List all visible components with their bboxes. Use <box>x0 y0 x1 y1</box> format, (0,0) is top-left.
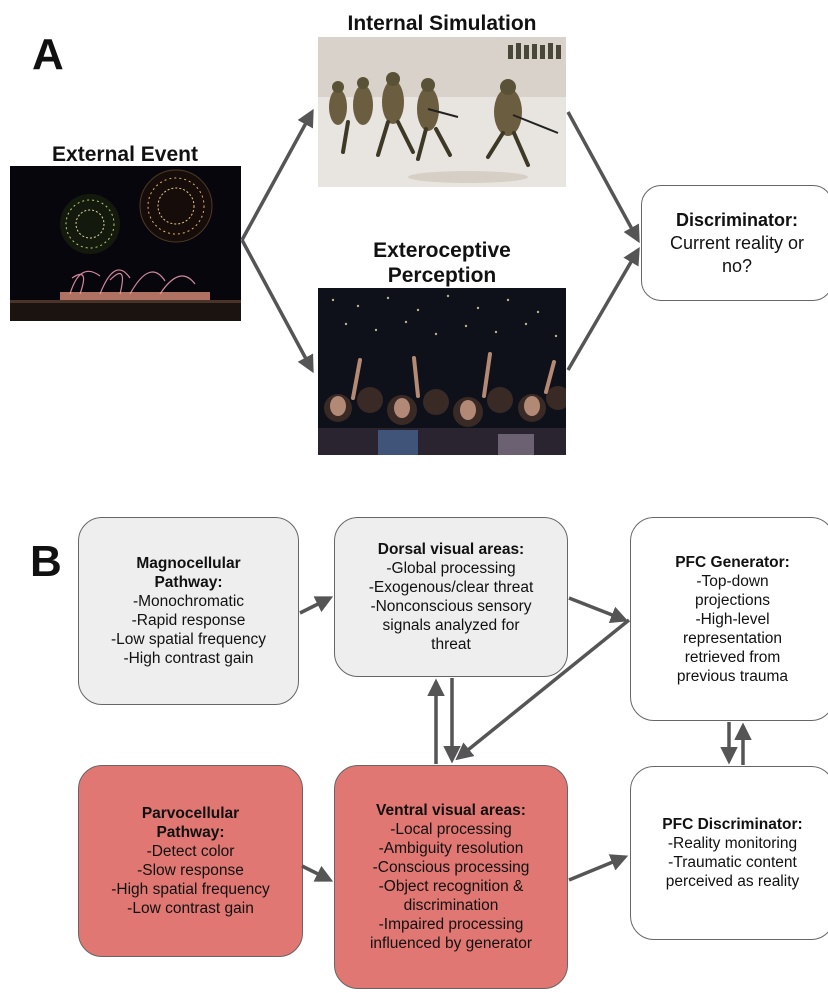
dorsal-item: -Global processing <box>386 560 516 577</box>
parvocellular-box: Parvocellular Pathway: -Detect color -Sl… <box>78 765 303 957</box>
magnocellular-item: -Rapid response <box>131 612 246 629</box>
magnocellular-title-line2: Pathway: <box>154 574 223 591</box>
exteroceptive-title-line1: Exteroceptive <box>373 239 511 262</box>
firework-fountains <box>69 269 196 295</box>
pfc-discriminator-item: -Traumatic content <box>668 854 797 871</box>
internal-simulation-title: Internal Simulation <box>347 12 537 35</box>
magnocellular-item: -Monochromatic <box>132 593 245 610</box>
arrow-parvo-to-ventral <box>301 864 334 882</box>
pfc-discriminator-title: PFC Discriminator: <box>662 816 803 833</box>
dorsal-item: -Exogenous/clear threat <box>368 579 534 596</box>
magnocellular-box: Magnocellular Pathway: -Monochromatic -R… <box>78 517 299 705</box>
ventral-item: influenced by generator <box>369 935 532 952</box>
arrow-dorsal-to-generator <box>568 596 629 624</box>
pfc-generator-item: previous trauma <box>676 667 789 685</box>
parvocellular-title-line2: Pathway: <box>156 824 225 841</box>
fireworks-photo <box>10 166 241 321</box>
pfc-discriminator-item: -Reality monitoring <box>667 835 798 852</box>
soldiers-photo <box>318 37 566 187</box>
magnocellular-title-line1: Magnocellular <box>136 555 241 572</box>
parvocellular-item: -Low contrast gain <box>127 900 254 917</box>
ventral-item: -Ambiguity resolution <box>378 840 524 857</box>
discriminator-line1: Current reality or <box>669 232 805 253</box>
running-soldiers <box>329 72 522 136</box>
crowd-photo <box>318 288 566 455</box>
ventral-item: discrimination <box>403 897 499 914</box>
discriminator-line2: no? <box>721 255 753 276</box>
pfc-discriminator-box: PFC Discriminator: -Reality monitoring -… <box>630 766 828 940</box>
ventral-box: Ventral visual areas: -Local processing … <box>334 765 568 989</box>
pfc-generator-box: PFC Generator: -Top-down projections -Hi… <box>630 517 828 721</box>
dorsal-box: Dorsal visual areas: -Global processing … <box>334 517 568 677</box>
arrow-ventral-to-pfc-discriminator <box>568 854 629 882</box>
pfc-generator-item: retrieved from <box>684 648 781 666</box>
panel-label-a: A <box>32 30 64 79</box>
arrow-event-to-perception <box>240 239 314 374</box>
pfc-generator-item: -Top-down <box>696 572 769 590</box>
dorsal-item: threat <box>431 636 471 653</box>
ventral-item: -Conscious processing <box>372 859 530 876</box>
panel-label-b: B <box>30 537 62 586</box>
dorsal-item: -Nonconscious sensory <box>370 598 532 615</box>
pfc-generator-title: PFC Generator: <box>675 553 790 571</box>
discriminator-box: Discriminator: Current reality or no? <box>641 185 828 301</box>
exteroceptive-title-line2: Perception <box>387 264 497 287</box>
crowd-heads <box>324 386 566 427</box>
pfc-generator-item: representation <box>682 629 783 647</box>
discriminator-title: Discriminator: <box>675 209 799 230</box>
magnocellular-item: -High contrast gain <box>123 650 254 667</box>
dorsal-title: Dorsal visual areas: <box>377 541 525 558</box>
parvocellular-title-line1: Parvocellular <box>141 805 240 822</box>
pfc-generator-item: -High-level <box>695 610 770 628</box>
ventral-item: -Object recognition & <box>378 878 524 895</box>
firework-burst-small <box>60 194 120 254</box>
external-event-title: External Event <box>52 143 198 166</box>
arrow-magno-to-dorsal <box>299 596 334 615</box>
ventral-title: Ventral visual areas: <box>376 802 526 819</box>
arrow-generator-to-ventral <box>455 618 631 761</box>
parvocellular-item: -Slow response <box>137 862 244 879</box>
pfc-generator-item: projections <box>695 591 770 609</box>
pfc-discriminator-item: perceived as reality <box>665 873 800 890</box>
crowd-lights <box>331 294 558 338</box>
arrow-event-to-simulation <box>240 108 314 241</box>
magnocellular-item: -Low spatial frequency <box>110 631 267 648</box>
arrow-simulation-to-discriminator <box>566 111 640 244</box>
ventral-item: -Impaired processing <box>378 916 524 933</box>
parvocellular-item: -Detect color <box>146 843 235 860</box>
arrow-perception-to-discriminator <box>566 246 640 371</box>
firework-burst-large <box>139 169 213 243</box>
exteroceptive-perception-title: Exteroceptive Perception <box>318 238 566 288</box>
parvocellular-item: -High spatial frequency <box>111 881 270 898</box>
distant-soldiers <box>508 43 561 59</box>
ventral-item: -Local processing <box>390 821 512 838</box>
dorsal-item: signals analyzed for <box>382 617 520 634</box>
